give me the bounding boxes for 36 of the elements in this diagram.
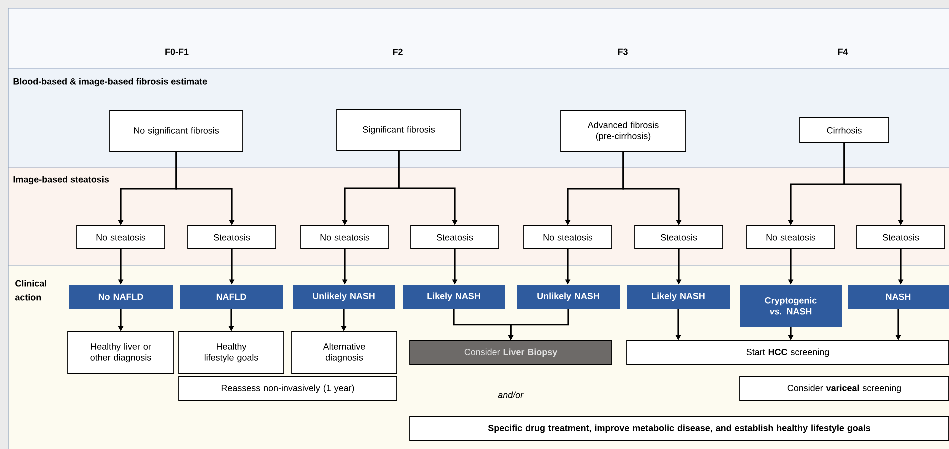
- process-box: Significant fibrosis: [336, 110, 462, 152]
- band-title: Clinical action: [15, 280, 46, 301]
- process-box: No steatosis: [524, 226, 612, 250]
- process-box: No steatosis: [76, 226, 166, 250]
- diagnosis-box: Likely NASH: [627, 285, 730, 309]
- process-box: No steatosis: [300, 226, 390, 250]
- diagnosis-box: Unlikely NASH: [517, 285, 620, 309]
- diagnosis-box: Cryptogenic vs. NASH: [740, 285, 842, 327]
- process-box: Steatosis: [410, 226, 500, 250]
- process-box: Cirrhosis: [800, 118, 890, 144]
- column-heading: F2: [393, 48, 403, 56]
- process-box: Consider variceal screening: [740, 376, 949, 402]
- process-box: Reassess non-invasively (1 year): [178, 376, 398, 402]
- band-title: Blood-based & image-based fibrosis estimate: [14, 78, 208, 87]
- column-heading: F3: [618, 48, 628, 56]
- process-box: No steatosis: [746, 226, 836, 250]
- biopsy-box: Consider Liver Biopsy: [410, 340, 612, 366]
- process-box: Healthy liver or other diagnosis: [68, 332, 174, 374]
- diagnosis-box: No NAFLD: [69, 285, 173, 309]
- process-box: Advanced fibrosis (pre-cirrhosis): [560, 110, 686, 152]
- process-box: Steatosis: [634, 226, 724, 250]
- diagnosis-box: Likely NASH: [403, 285, 505, 309]
- process-box: Alternative diagnosis: [292, 332, 398, 374]
- action-box: Specific drug treatment, improve metabolic disease, and establish healthy lifestyle goals: [410, 416, 949, 442]
- diagnosis-box: NASH: [848, 285, 949, 309]
- column-heading: F4: [838, 48, 848, 56]
- note: and/or: [498, 392, 524, 398]
- process-box: Steatosis: [188, 226, 276, 250]
- process-box: Healthy lifestyle goals: [178, 332, 284, 374]
- band-title: Image-based steatosis: [14, 176, 110, 185]
- process-box: Start HCC screening: [626, 340, 949, 366]
- process-box: No significant fibrosis: [110, 110, 244, 152]
- diagnosis-box: NAFLD: [180, 285, 283, 309]
- diagnosis-box: Unlikely NASH: [293, 285, 395, 309]
- column-heading: F0-F1: [166, 48, 189, 56]
- process-box: Steatosis: [856, 226, 946, 250]
